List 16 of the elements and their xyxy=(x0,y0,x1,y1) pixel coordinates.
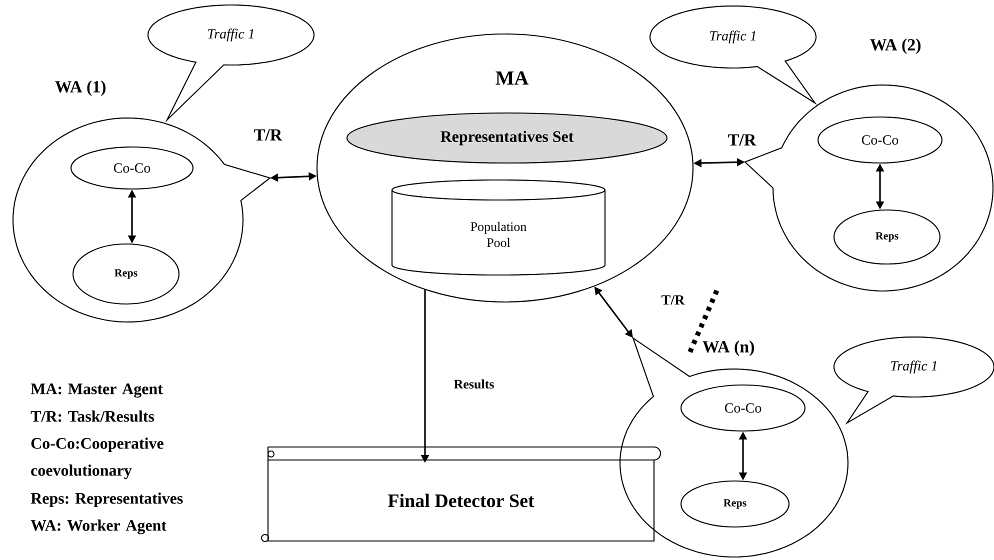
edge-label: T/R xyxy=(726,133,758,147)
edge-label: T/R xyxy=(252,128,284,142)
agent-heading: MA xyxy=(496,71,529,85)
abbreviation-note: Co-Co:Cooperative coevolutionary xyxy=(31,438,164,480)
abbreviation-note: Reps: Representatives xyxy=(30,492,183,508)
node-label: Population Pool xyxy=(470,222,526,248)
abbreviation-note: T/R: Task/Results xyxy=(30,410,154,422)
edge-label: T/R xyxy=(660,294,686,306)
edge-label: Results xyxy=(452,378,496,390)
agent-heading: WA (1) xyxy=(55,80,106,96)
abbreviation-note: WA: Worker Agent xyxy=(30,520,166,534)
agent-heading: WA (2) xyxy=(870,38,921,54)
abbreviation-note: MA: Master Agent xyxy=(30,384,163,398)
database-cylinder: Population Pool xyxy=(391,179,606,276)
agent-heading: WA (n) xyxy=(702,340,754,356)
node-label: Final Detector Set xyxy=(388,494,534,508)
